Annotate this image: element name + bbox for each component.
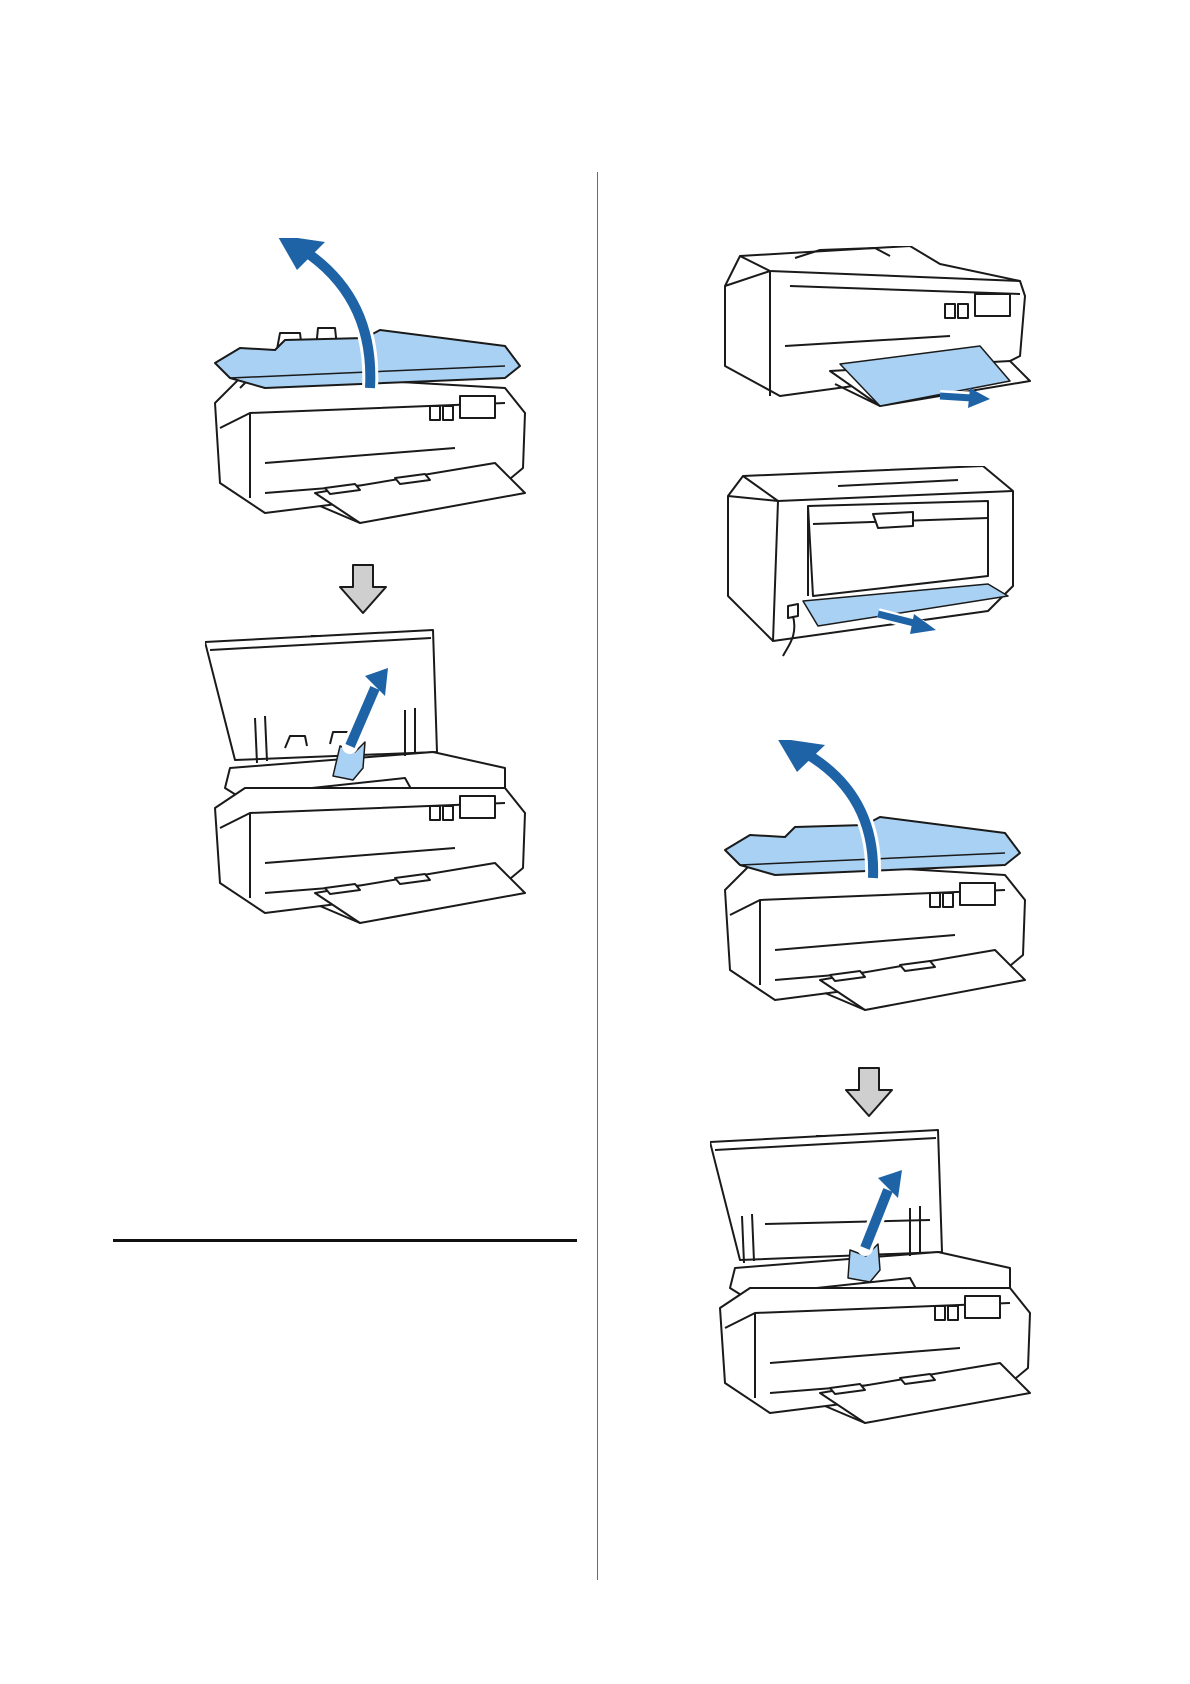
open-cover-figure bbox=[205, 238, 545, 558]
remove-jammed-paper-figure-2 bbox=[710, 1128, 1050, 1448]
printer-open-jam-icon bbox=[710, 1128, 1050, 1448]
step-down-arrow-right bbox=[844, 1066, 894, 1118]
printer-cover-lift-icon bbox=[715, 740, 1045, 1050]
printer-rear-pull-icon bbox=[718, 466, 1038, 661]
step-down-arrow-left bbox=[338, 563, 388, 615]
printer-open-jam-icon bbox=[205, 628, 545, 950]
pull-paper-rear-figure bbox=[718, 466, 1038, 661]
column-divider bbox=[597, 172, 598, 1580]
printer-cover-lift-icon bbox=[205, 238, 545, 558]
pull-paper-front-figure bbox=[710, 246, 1040, 436]
remove-jammed-paper-figure bbox=[205, 628, 545, 950]
open-cover-figure-2 bbox=[715, 740, 1045, 1050]
down-arrow-icon bbox=[844, 1066, 894, 1118]
down-arrow-icon bbox=[338, 563, 388, 615]
printer-front-pull-icon bbox=[710, 246, 1040, 436]
section-rule bbox=[113, 1239, 577, 1242]
